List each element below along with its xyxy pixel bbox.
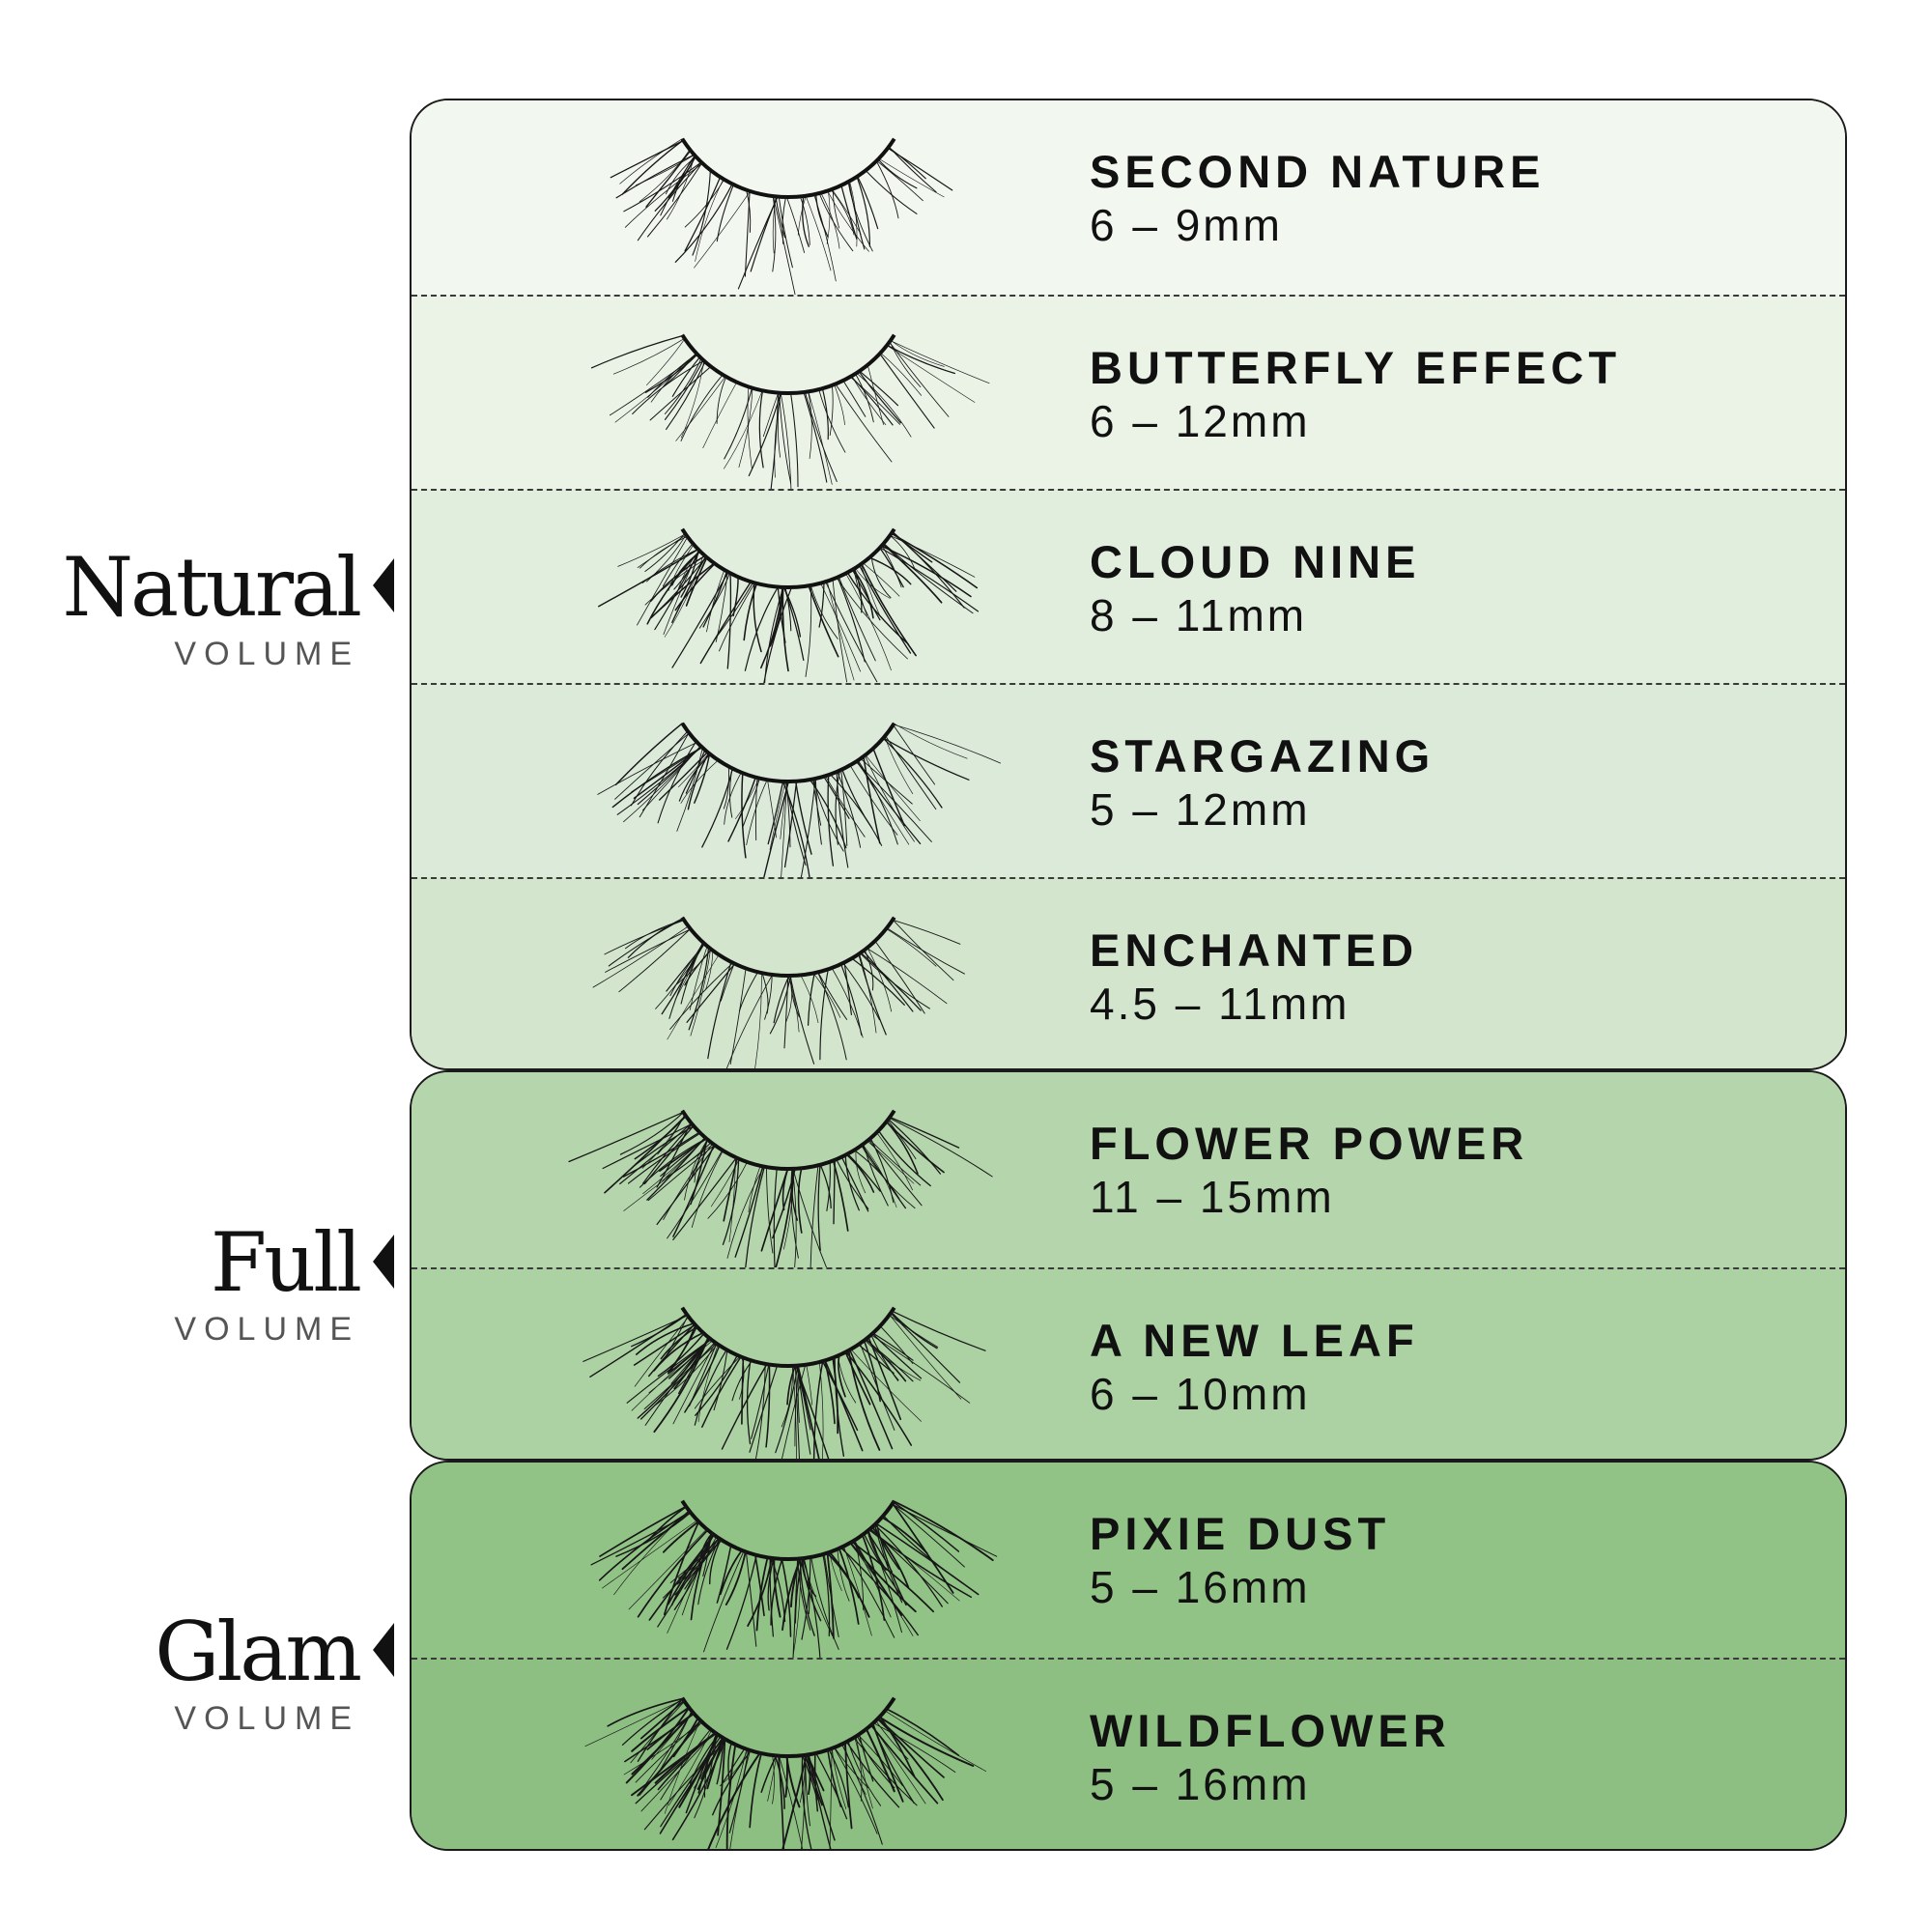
- eyelash-icon: [568, 1109, 993, 1283]
- pointer-icon: [373, 1623, 394, 1677]
- volume-subtitle: VOLUME: [174, 1311, 359, 1348]
- lash-name: CLOUD NINE: [1090, 536, 1421, 587]
- volume-subtitle: VOLUME: [174, 636, 359, 672]
- eyelash-icon: [610, 137, 953, 299]
- pointer-icon: [373, 1235, 394, 1289]
- lash-row[interactable]: FLOWER POWER 11 – 15mm: [412, 1072, 1845, 1283]
- natural-volume-panel: SECOND NATURE 6 – 9mm BUTTERFLY EFFECT 6…: [410, 99, 1847, 1070]
- volume-title: Full: [210, 1215, 362, 1310]
- lash-name: SECOND NATURE: [1090, 146, 1546, 197]
- lash-row[interactable]: CLOUD NINE 8 – 11mm: [412, 489, 1845, 698]
- lash-row[interactable]: SECOND NATURE 6 – 9mm: [412, 100, 1845, 299]
- full-volume-panel: FLOWER POWER 11 – 15mm A NEW LEAF 6 – 10…: [410, 1070, 1847, 1461]
- volume-label-natural: Natural VOLUME: [62, 540, 362, 673]
- lash-name: PIXIE DUST: [1090, 1508, 1391, 1559]
- lash-length: 5 – 16mm: [1090, 1759, 1311, 1809]
- volume-label-full: Full VOLUME: [174, 1215, 362, 1349]
- lash-name: A NEW LEAF: [1090, 1315, 1419, 1366]
- lash-length: 8 – 11mm: [1090, 590, 1308, 640]
- eyelash-icon: [597, 527, 980, 698]
- lash-length: 11 – 15mm: [1090, 1172, 1335, 1222]
- eyelash-icon: [592, 916, 965, 1068]
- lash-row[interactable]: WILDFLOWER 5 – 16mm: [412, 1658, 1845, 1849]
- lash-row[interactable]: STARGAZING 5 – 12mm: [412, 683, 1845, 893]
- lash-name: WILDFLOWER: [1090, 1705, 1451, 1756]
- lash-name: FLOWER POWER: [1090, 1118, 1529, 1169]
- eyelash-icon: [590, 333, 990, 497]
- eyelash-icon: [582, 1306, 986, 1459]
- volume-title: Glam: [155, 1605, 362, 1699]
- lash-row[interactable]: A NEW LEAF 6 – 10mm: [412, 1267, 1845, 1459]
- lash-name: BUTTERFLY EFFECT: [1090, 342, 1622, 393]
- volume-subtitle: VOLUME: [174, 1700, 359, 1737]
- glam-volume-panel: PIXIE DUST 5 – 16mm WILDFLOWER 5 – 16mm: [410, 1461, 1847, 1851]
- lash-row[interactable]: PIXIE DUST 5 – 16mm: [412, 1463, 1845, 1679]
- eyelash-icon: [597, 722, 1001, 893]
- lash-name: ENCHANTED: [1090, 924, 1419, 976]
- eyelash-icon: [590, 1499, 998, 1679]
- lash-row[interactable]: ENCHANTED 4.5 – 11mm: [412, 877, 1845, 1068]
- lash-name: STARGAZING: [1090, 730, 1435, 781]
- lash-row[interactable]: BUTTERFLY EFFECT 6 – 12mm: [412, 295, 1845, 497]
- lash-length: 5 – 16mm: [1090, 1562, 1311, 1612]
- lash-length: 6 – 9mm: [1090, 200, 1283, 250]
- lash-length: 6 – 10mm: [1090, 1369, 1311, 1419]
- lash-length: 5 – 12mm: [1090, 784, 1311, 835]
- pointer-icon: [373, 558, 394, 612]
- volume-title: Natural: [62, 540, 362, 635]
- lash-length: 4.5 – 11mm: [1090, 979, 1350, 1029]
- volume-label-glam: Glam VOLUME: [155, 1605, 362, 1738]
- lash-length: 6 – 12mm: [1090, 396, 1311, 446]
- eyelash-icon: [584, 1696, 986, 1849]
